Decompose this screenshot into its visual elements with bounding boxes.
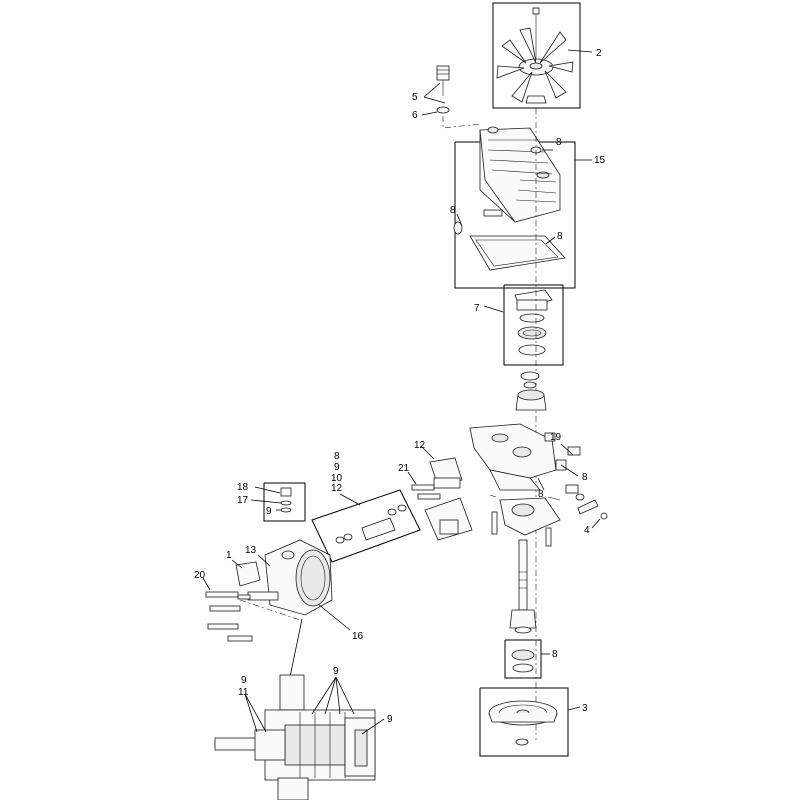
callout-4: 4: [584, 525, 590, 536]
housing-bolts: [407, 471, 441, 500]
callout-1: 1: [226, 550, 232, 561]
center-section-housing: [469, 423, 585, 501]
housing-cover-assembly: [453, 126, 592, 289]
callout-8-left: 8: [450, 205, 456, 216]
callout-9-section-right: 9: [387, 714, 393, 725]
callout-12-list: 12: [331, 483, 343, 494]
seal-kit: [311, 489, 421, 563]
callout-17: 17: [237, 495, 249, 506]
callout-labels: 2 5 6 8 15 8 8 7 19 12 8 21 8 9 10 12 8 …: [194, 48, 606, 725]
lower-bracket: [424, 497, 473, 541]
callout-20: 20: [194, 570, 206, 581]
callout-8-right: 8: [582, 472, 588, 483]
callout-8-cap: 8: [556, 137, 562, 148]
wheel-hub: [479, 687, 581, 757]
cutaway-section-view: [214, 618, 385, 800]
check-valve-kit: [250, 482, 306, 522]
callout-18: 18: [237, 482, 249, 493]
callout-16: 16: [352, 631, 364, 642]
axle-shaft: [509, 539, 537, 634]
motor-bolts: [202, 577, 301, 642]
callout-8-gasket: 8: [557, 231, 563, 242]
callout-9-section-left: 9: [241, 675, 247, 686]
callout-15: 15: [594, 155, 606, 166]
callout-3: 3: [582, 703, 588, 714]
callout-9-list: 9: [334, 462, 340, 473]
callout-8-mid: 8: [538, 489, 544, 500]
callout-8-list: 8: [334, 451, 340, 462]
bearing-set: [483, 284, 564, 366]
axle-bearing: [504, 639, 550, 679]
callout-8-bearing: 8: [552, 649, 558, 660]
callout-2: 2: [596, 48, 602, 59]
callout-12-top: 12: [414, 440, 426, 451]
callout-7: 7: [474, 303, 480, 314]
callout-5: 5: [412, 92, 418, 103]
hydraulic-motor: [231, 539, 351, 631]
bypass-lever: [577, 499, 608, 529]
callout-21: 21: [398, 463, 410, 474]
sump-pan: [489, 494, 561, 547]
cooling-fan: [492, 2, 593, 109]
callout-10-list: 10: [331, 473, 343, 484]
callout-11: 11: [238, 687, 249, 698]
callout-6: 6: [412, 110, 418, 121]
callout-9-section-top: 9: [333, 666, 339, 677]
callout-13: 13: [245, 545, 257, 556]
stud-and-washer: [421, 65, 481, 129]
drive-gear: [515, 371, 547, 411]
callout-19: 19: [550, 432, 562, 443]
callout-9-box: 9: [266, 506, 272, 517]
mounting-bracket: [420, 445, 463, 489]
